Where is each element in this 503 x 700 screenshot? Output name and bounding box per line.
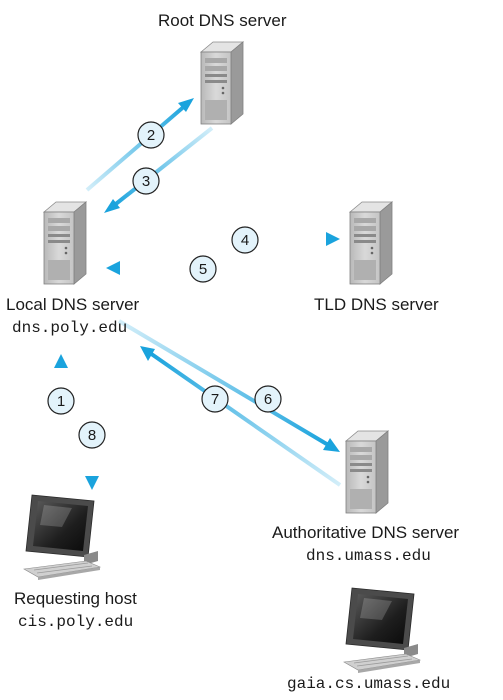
requesting-host-label: Requesting host xyxy=(14,589,137,608)
step-circle-7: 7 xyxy=(201,385,229,413)
svg-text:2: 2 xyxy=(147,127,155,144)
step-circle-3: 3 xyxy=(132,167,160,195)
svg-text:1: 1 xyxy=(57,393,65,410)
destination-host-name: gaia.cs.umass.edu xyxy=(287,675,451,693)
arrow-step-3 xyxy=(104,126,214,213)
local-dns-server-icon xyxy=(43,201,87,285)
local-dns-server-label: Local DNS server xyxy=(6,295,140,314)
local-dns-server-host: dns.poly.edu xyxy=(12,319,128,337)
authoritative-dns-server-label: Authoritative DNS server xyxy=(272,523,460,542)
svg-text:3: 3 xyxy=(142,173,150,190)
requesting-host-name: cis.poly.edu xyxy=(18,613,134,631)
svg-text:5: 5 xyxy=(199,261,207,278)
step-circle-1: 1 xyxy=(47,387,75,415)
step-circle-4: 4 xyxy=(231,226,259,254)
arrow-step-2 xyxy=(85,98,194,192)
root-dns-server-label: Root DNS server xyxy=(158,11,287,30)
authoritative-dns-server-host: dns.umass.edu xyxy=(306,547,431,565)
requesting-host-computer-icon xyxy=(23,494,101,581)
destination-host-computer-icon xyxy=(343,587,421,674)
step-circle-6: 6 xyxy=(254,385,282,413)
svg-text:6: 6 xyxy=(264,391,272,408)
authoritative-dns-server-icon xyxy=(345,430,389,514)
svg-text:8: 8 xyxy=(88,427,96,444)
step-circle-8: 8 xyxy=(78,421,106,449)
arrow-step-6 xyxy=(117,319,340,452)
svg-text:4: 4 xyxy=(241,232,249,249)
svg-text:7: 7 xyxy=(211,391,219,408)
tld-dns-server-icon xyxy=(349,201,393,285)
tld-dns-server-label: TLD DNS server xyxy=(314,295,439,314)
arrow-step-5 xyxy=(106,261,338,275)
arrow-step-4 xyxy=(100,232,340,246)
arrow-step-1 xyxy=(54,354,68,491)
root-dns-server-icon xyxy=(200,41,244,125)
step-circle-5: 5 xyxy=(189,255,217,283)
arrow-step-7 xyxy=(140,346,342,487)
step-circle-2: 2 xyxy=(137,121,165,149)
